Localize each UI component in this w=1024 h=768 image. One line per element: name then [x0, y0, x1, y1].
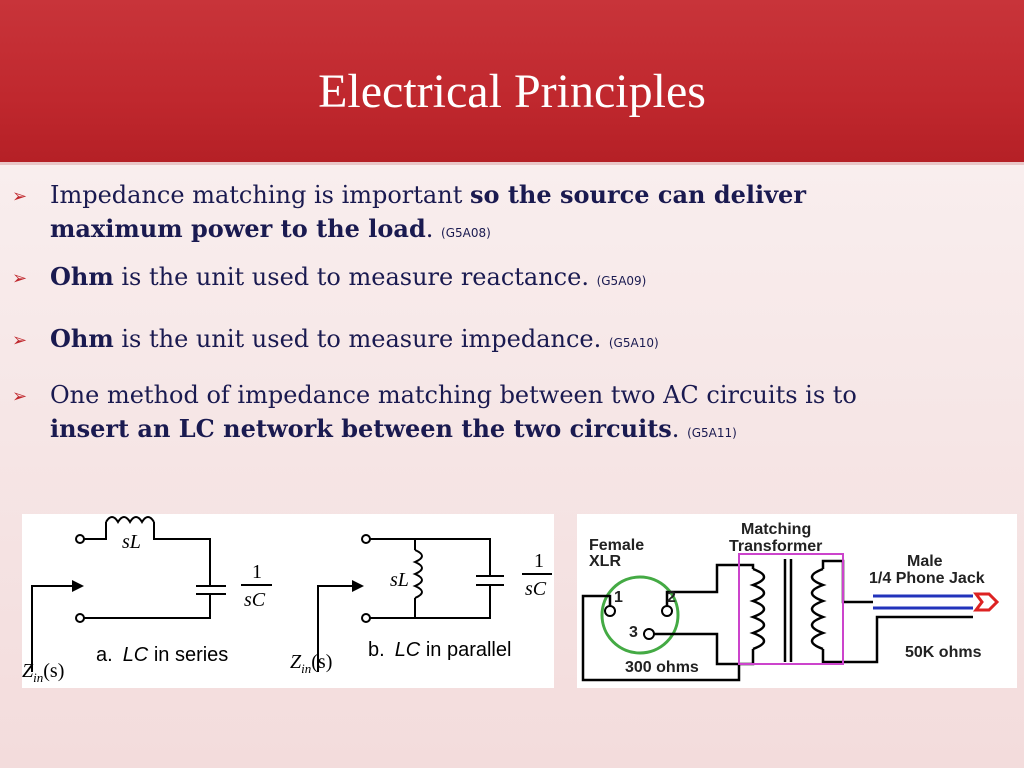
lc-network-diagram: sL 1 sC sL 1 sC Zin(s) Zin(s) a.LC in se… [22, 514, 554, 688]
bullet-item: ➢ Impedance matching is important so the… [12, 178, 892, 250]
transformer-box [738, 553, 844, 665]
bullet-bold-text: so the source can deliver maximum power … [50, 180, 806, 243]
bullet-text: . [425, 215, 442, 243]
terminal-dot [75, 534, 85, 544]
bullet-text: One method of impedance matching between… [50, 381, 857, 409]
wire [821, 559, 873, 604]
pin-dot [604, 605, 616, 617]
caption-parallel: b.LC in parallel [368, 639, 511, 661]
xlr-connector-circle [600, 575, 680, 655]
question-tag: (G5A11) [687, 426, 737, 440]
arrow-head-icon [352, 580, 364, 592]
bullet-text: . [671, 415, 688, 443]
primary-coil [749, 567, 766, 651]
title-banner: Electrical Principles [0, 0, 1024, 165]
bullet-item: ➢ Ohm is the unit used to measure reacta… [12, 260, 892, 298]
caption-series: a.LC in series [96, 644, 228, 666]
lc-network-figure: sL 1 sC sL 1 sC Zin(s) Zin(s) a.LC in se… [22, 516, 552, 685]
pin-label: 1 [614, 589, 623, 606]
wire [665, 563, 739, 606]
pin-dot [661, 605, 673, 617]
capacitor-denominator: sC [525, 578, 547, 600]
terminal-dot [75, 613, 85, 623]
arrow-head-icon [72, 580, 84, 592]
wire [821, 615, 973, 664]
bullet-text: Impedance matching is important [50, 181, 470, 209]
bullet-bold-text: insert an LC network between the two cir… [50, 414, 672, 443]
wire [649, 632, 739, 666]
arrow-bullet-icon: ➢ [12, 186, 28, 207]
inductor-symbol [105, 516, 155, 524]
inductor-label: sL [390, 569, 409, 591]
arrow-bullet-icon: ➢ [12, 386, 28, 407]
terminal-dot [361, 534, 371, 544]
capacitor-symbol [196, 585, 226, 595]
capacitor-denominator: sC [244, 589, 266, 611]
capacitor-numerator: 1 [252, 561, 262, 583]
question-tag: (G5A10) [608, 336, 659, 350]
bullet-text: is the unit used to measure impedance. [113, 325, 609, 353]
bullet-bold-text: Ohm [50, 324, 114, 353]
question-tag: (G5A09) [596, 274, 647, 288]
bullet-item: ➢ One method of impedance matching betwe… [12, 378, 892, 450]
wire [581, 594, 741, 682]
wire [415, 538, 491, 619]
transformer-figure: Female XLR Matching Transformer Male 1/4… [581, 521, 1000, 682]
terminal-dot [361, 613, 371, 623]
transformer-core [783, 559, 793, 662]
bullet-item: ➢ Ohm is the unit used to measure impeda… [12, 322, 892, 360]
zin-arrow-line [317, 585, 352, 672]
capacitor-symbol [476, 575, 504, 586]
capacitor-numerator: 1 [534, 550, 544, 572]
phone-plug-icon [973, 592, 1000, 612]
bullet-bold-text: Ohm [50, 262, 114, 291]
transformer-label: Transformer [729, 538, 822, 555]
arrow-bullet-icon: ➢ [12, 330, 28, 351]
phone-jack-label: 1/4 Phone Jack [869, 570, 985, 587]
wire [84, 522, 107, 540]
pin-label: 3 [629, 624, 638, 641]
xlr-label: XLR [589, 553, 621, 570]
male-label: Male [907, 553, 943, 570]
wire [84, 594, 211, 619]
zin-arrow-line [31, 585, 72, 672]
inductor-symbol [412, 549, 423, 599]
question-tag: (G5A08) [441, 226, 491, 240]
ohms-right-label: 50K ohms [905, 644, 982, 661]
pin-label: 2 [667, 589, 676, 606]
female-label: Female [589, 537, 644, 554]
pin-dot [643, 628, 655, 640]
wire [153, 522, 211, 586]
wire [739, 563, 755, 666]
ohms-left-label: 300 ohms [625, 659, 699, 676]
secondary-coil [810, 567, 827, 651]
zin-label: Zin(s) [290, 651, 332, 676]
matching-label: Matching [741, 521, 811, 538]
transformer-diagram: Female XLR Matching Transformer Male 1/4… [577, 514, 1017, 688]
inductor-label: sL [122, 531, 141, 553]
bullet-text: is the unit used to measure reactance. [113, 263, 597, 291]
slide-title: Electrical Principles [318, 65, 706, 118]
zin-label: Zin(s) [22, 660, 64, 685]
arrow-bullet-icon: ➢ [12, 268, 28, 289]
